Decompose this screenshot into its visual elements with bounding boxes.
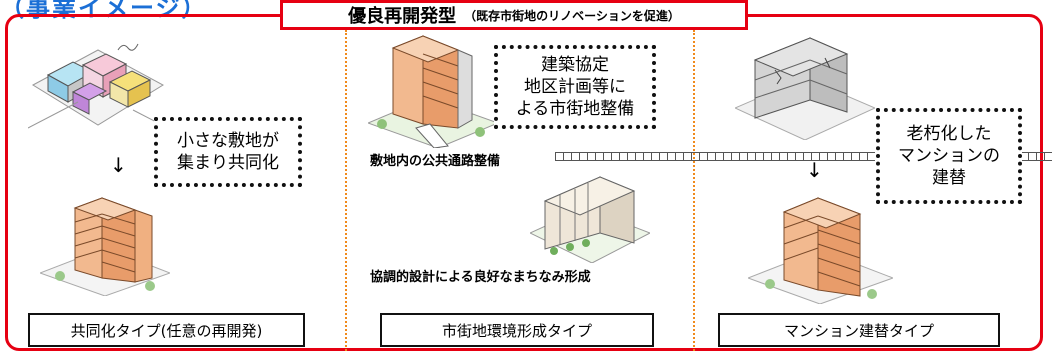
callout-aging-mansion: 老朽化した マンションの 建替	[876, 108, 1022, 204]
dotted-connector	[555, 152, 875, 161]
diagram-title: 優良再開発型 （既存市街地のリノベーションを促進）	[280, 0, 748, 30]
joint-building-illustration	[40, 197, 170, 296]
section-divider-1	[345, 30, 347, 351]
type-label-townscape: 市街地環境形成タイプ	[380, 313, 654, 347]
caption-townscape: 協調的設計による良好なまちなみ形成	[370, 270, 591, 285]
dotted-connector-right	[1012, 152, 1052, 161]
old-mansion-illustration	[735, 37, 875, 140]
callout-small-lots: 小さな敷地が 集まり共同化	[154, 117, 302, 187]
type-label-mansion: マンション建替タイプ	[718, 313, 1000, 347]
apartment-with-path-illustration	[368, 35, 498, 148]
callout-building-agreement: 建築協定 地区計画等に よる市街地整備	[494, 45, 656, 129]
new-mansion-illustration	[748, 197, 893, 304]
caption-public-path: 敷地内の公共通路整備	[370, 154, 501, 169]
townhouses-illustration	[530, 176, 650, 263]
arrow-down-icon: ↓	[806, 158, 823, 182]
type-label-joint: 共同化タイプ(任意の再開発)	[28, 313, 305, 347]
title-main: 優良再開発型	[348, 6, 457, 27]
arrow-down-icon: ↓	[110, 153, 127, 177]
small-houses-illustration	[28, 43, 168, 129]
section-divider-2	[693, 30, 695, 351]
title-sub: （既存市街地のリノベーションを促進）	[464, 8, 680, 23]
